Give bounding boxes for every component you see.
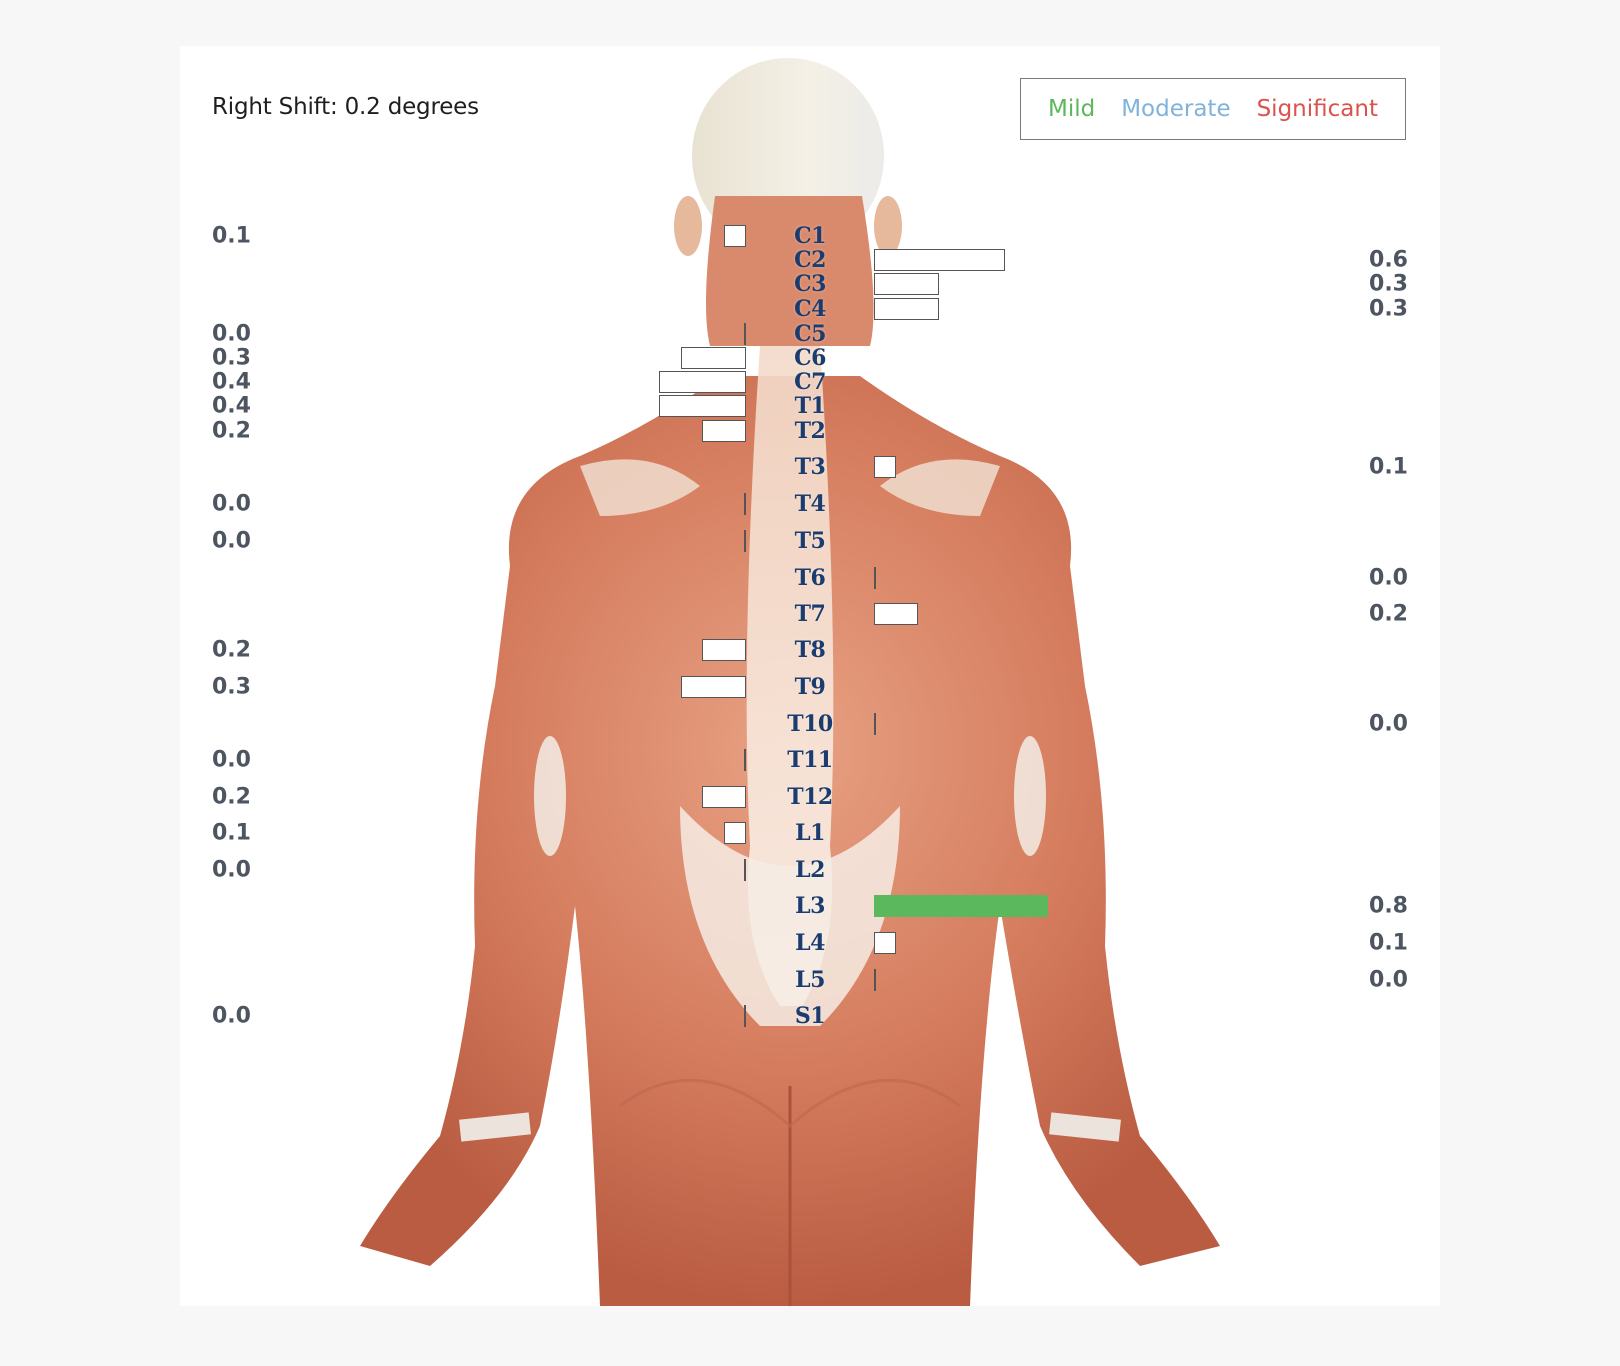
vertebra-label-l4: L4 [795, 930, 825, 956]
left-value-t9: 0.3 [212, 674, 251, 700]
vertebra-label-c3: C3 [794, 271, 826, 297]
left-value-l2: 0.0 [212, 857, 251, 883]
right-value-c3: 0.3 [1369, 271, 1408, 297]
left-value-t2: 0.2 [212, 418, 251, 444]
left-value-t8: 0.2 [212, 637, 251, 663]
vertebra-label-l2: L2 [795, 857, 825, 883]
left-value-t1: 0.4 [212, 393, 251, 419]
left-bar-t12 [702, 786, 746, 808]
right-shift-label: Right Shift: 0.2 degrees [212, 94, 479, 120]
vertebra-label-t10: T10 [787, 711, 833, 737]
left-value-t5: 0.0 [212, 528, 251, 554]
vertebra-label-c2: C2 [794, 247, 826, 273]
left-value-c1: 0.1 [212, 223, 251, 249]
right-value-l4: 0.1 [1369, 930, 1408, 956]
left-bar-t11 [744, 749, 746, 771]
vertebra-label-t7: T7 [794, 601, 826, 627]
legend-moderate: Moderate [1121, 96, 1231, 122]
vertebra-label-s1: S1 [794, 1003, 826, 1029]
vertebra-label-t3: T3 [794, 454, 826, 480]
left-bar-c7 [658, 371, 746, 393]
left-bar-c1 [724, 225, 746, 247]
left-value-c7: 0.4 [212, 369, 251, 395]
left-bar-t1 [658, 395, 746, 417]
right-value-t3: 0.1 [1369, 454, 1408, 480]
right-bar-t10 [874, 713, 876, 735]
left-value-t11: 0.0 [212, 747, 251, 773]
vertebra-label-c1: C1 [794, 223, 826, 249]
left-bar-l1 [724, 822, 746, 844]
vertebra-label-t9: T9 [794, 674, 826, 700]
vertebra-label-c7: C7 [794, 369, 826, 395]
vertebra-label-c6: C6 [794, 345, 826, 371]
vertebra-label-t2: T2 [794, 418, 826, 444]
left-bar-t9 [680, 676, 746, 698]
right-value-t10: 0.0 [1369, 711, 1408, 737]
legend-mild: Mild [1047, 96, 1096, 122]
right-value-c4: 0.3 [1369, 296, 1408, 322]
vertebra-label-l1: L1 [795, 820, 825, 846]
right-bar-l5 [874, 969, 876, 991]
spine-chart-card: Right Shift: 0.2 degrees Mild Moderate S… [180, 46, 1440, 1306]
left-bar-c5 [744, 323, 746, 345]
left-value-t12: 0.2 [212, 784, 251, 810]
left-value-c5: 0.0 [212, 321, 251, 347]
left-bar-t8 [702, 639, 746, 661]
left-bar-c6 [680, 347, 746, 369]
vertebra-label-l5: L5 [795, 967, 825, 993]
right-bar-l3 [874, 895, 1049, 917]
left-bar-t5 [744, 530, 746, 552]
right-value-c2: 0.6 [1369, 247, 1408, 273]
right-value-t6: 0.0 [1369, 565, 1408, 591]
left-bar-s1 [744, 1005, 746, 1027]
left-bar-l2 [744, 859, 746, 881]
left-value-c6: 0.3 [212, 345, 251, 371]
right-bar-c2 [874, 249, 1005, 271]
left-value-t4: 0.0 [212, 491, 251, 517]
vertebra-label-t4: T4 [794, 491, 826, 517]
right-bar-t7 [874, 603, 918, 625]
right-bar-c3 [874, 273, 940, 295]
severity-legend: Mild Moderate Significant [1020, 78, 1406, 140]
vertebra-label-t12: T12 [787, 784, 833, 810]
vertebra-label-t5: T5 [794, 528, 826, 554]
right-bar-l4 [874, 932, 896, 954]
right-value-l5: 0.0 [1369, 967, 1408, 993]
right-bar-t3 [874, 456, 896, 478]
vertebra-label-t6: T6 [794, 565, 826, 591]
legend-significant: Significant [1256, 96, 1378, 122]
vertebra-label-t1: T1 [794, 393, 826, 419]
vertebra-label-t11: T11 [787, 747, 833, 773]
back-muscle-figure [360, 58, 1220, 1306]
vertebra-label-t8: T8 [794, 637, 826, 663]
right-value-l3: 0.8 [1369, 893, 1408, 919]
left-bar-t4 [744, 493, 746, 515]
right-bar-c4 [874, 298, 940, 320]
vertebra-label-l3: L3 [795, 893, 825, 919]
left-value-l1: 0.1 [212, 820, 251, 846]
vertebra-label-c4: C4 [794, 296, 826, 322]
left-value-s1: 0.0 [212, 1003, 251, 1029]
vertebra-label-c5: C5 [794, 321, 826, 347]
right-bar-t6 [874, 567, 876, 589]
right-value-t7: 0.2 [1369, 601, 1408, 627]
left-bar-t2 [702, 420, 746, 442]
